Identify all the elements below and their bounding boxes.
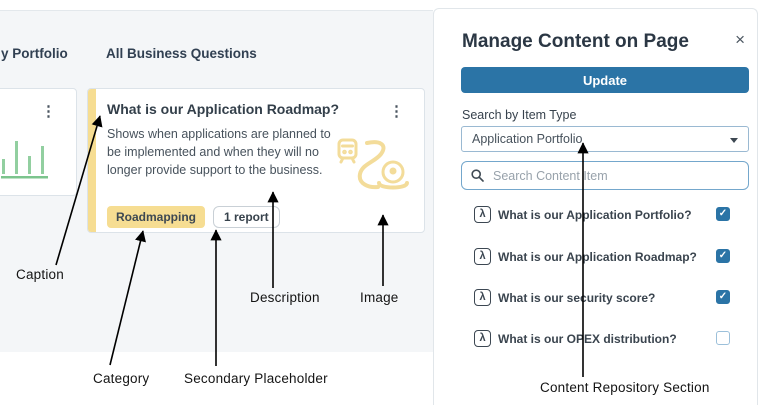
- checkmark-icon: ✓: [718, 250, 728, 261]
- content-item-checkbox[interactable]: ✓: [716, 207, 730, 221]
- item-type-selected-value: Application Portfolio: [472, 132, 583, 146]
- search-icon: [471, 169, 484, 182]
- update-button[interactable]: Update: [461, 67, 749, 93]
- checkmark-icon: ✓: [718, 208, 728, 219]
- manage-content-panel: Manage Content on Page × Update Search b…: [433, 8, 758, 405]
- bar-chart-icon: [1, 141, 48, 179]
- category-tag: Roadmapping: [107, 206, 205, 228]
- item-type-label: Search by Item Type: [462, 108, 577, 122]
- business-question-card[interactable]: ⋮ What is our Application Roadmap? Shows…: [87, 88, 425, 233]
- content-item-label: What is our Application Roadmap?: [498, 250, 697, 264]
- item-type-dropdown[interactable]: Application Portfolio: [461, 126, 749, 152]
- content-item-label: What is our security score?: [498, 291, 656, 305]
- roadmap-image: [337, 138, 409, 190]
- kebab-menu-icon[interactable]: ⋮: [41, 103, 56, 120]
- annotation-image: Image: [360, 290, 399, 305]
- portfolio-card-partial[interactable]: ⋮: [0, 88, 77, 196]
- annotation-secondary-placeholder: Secondary Placeholder: [184, 371, 328, 386]
- content-item-row[interactable]: λ What is our OPEX distribution? ✓: [461, 330, 749, 350]
- content-item-checkbox[interactable]: ✓: [716, 290, 730, 304]
- content-item-row[interactable]: λ What is our Application Roadmap? ✓: [461, 248, 749, 268]
- panel-title: Manage Content on Page: [462, 31, 689, 52]
- fact-sheet-icon: λ: [474, 330, 491, 347]
- content-item-row[interactable]: λ What is our Application Portfolio? ✓: [461, 206, 749, 226]
- content-item-label: What is our Application Portfolio?: [498, 208, 692, 222]
- content-item-label: What is our OPEX distribution?: [498, 332, 677, 346]
- card-accent-strip: [88, 89, 96, 232]
- annotation-description: Description: [250, 290, 320, 305]
- content-item-checkbox[interactable]: ✓: [716, 331, 730, 345]
- search-input[interactable]: [491, 167, 739, 184]
- fact-sheet-icon: λ: [474, 248, 491, 265]
- card-description: Shows when applications are planned to b…: [107, 127, 331, 177]
- fact-sheet-icon: λ: [474, 206, 491, 223]
- fact-sheet-icon: λ: [474, 289, 491, 306]
- annotation-content-repository: Content Repository Section: [540, 380, 710, 395]
- tab-all-business-questions[interactable]: All Business Questions: [106, 46, 257, 61]
- content-item-checkbox[interactable]: ✓: [716, 249, 730, 263]
- annotation-caption: Caption: [16, 267, 64, 282]
- report-count-badge: 1 report: [213, 206, 280, 228]
- checkmark-icon: ✓: [718, 291, 728, 302]
- card-caption: What is our Application Roadmap?: [107, 101, 340, 117]
- tab-my-portfolio[interactable]: y Portfolio: [1, 46, 68, 61]
- content-item-row[interactable]: λ What is our security score? ✓: [461, 289, 749, 309]
- close-icon[interactable]: ×: [735, 30, 745, 49]
- kebab-menu-icon[interactable]: ⋮: [389, 103, 404, 120]
- content-search-field[interactable]: [461, 161, 749, 190]
- chevron-down-icon: [730, 138, 738, 143]
- annotation-category: Category: [93, 371, 150, 386]
